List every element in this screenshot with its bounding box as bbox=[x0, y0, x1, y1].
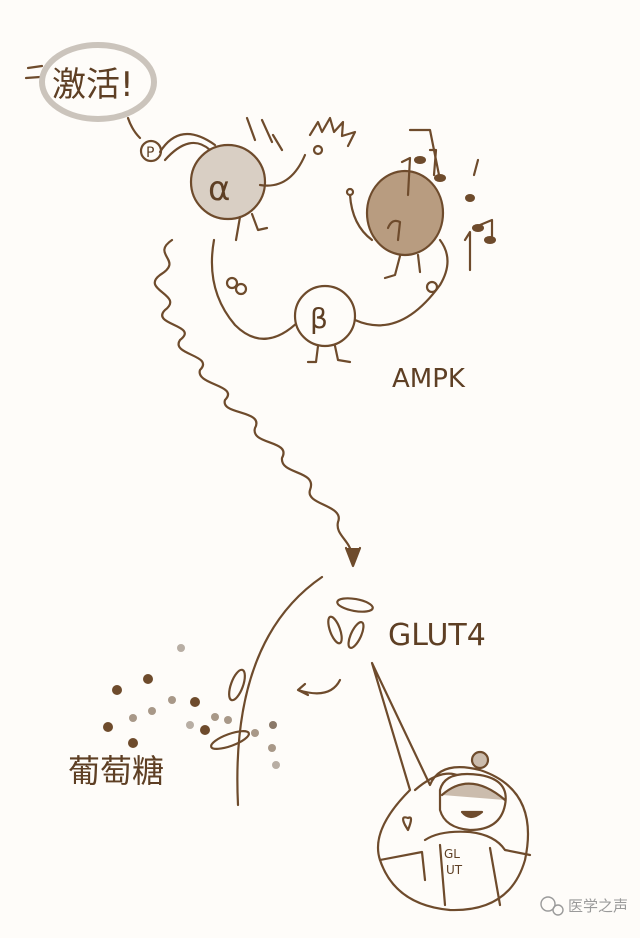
excite-lines bbox=[158, 132, 217, 162]
transport-arrow bbox=[296, 678, 342, 697]
high-five-burst bbox=[308, 116, 357, 148]
signal-arrowhead bbox=[344, 546, 362, 568]
phosphate-label: P bbox=[146, 145, 154, 161]
signal-wave bbox=[153, 238, 354, 557]
heart-icon bbox=[401, 816, 413, 832]
glucose-label: 葡萄糖 bbox=[68, 752, 164, 790]
shirt-text-line1: GL bbox=[444, 847, 460, 861]
ampk-complex: α β AMPK bbox=[158, 116, 496, 394]
cell-membrane bbox=[236, 575, 324, 807]
glut4-character-bubble: GL UT bbox=[370, 661, 532, 912]
activate-label: 激活! bbox=[52, 65, 134, 105]
beta-label: β bbox=[310, 302, 328, 335]
gamma-subunit bbox=[365, 169, 445, 257]
motion-lines bbox=[24, 64, 44, 80]
shirt-text-line2: UT bbox=[446, 863, 463, 877]
watermark: 医学之声 bbox=[540, 896, 628, 916]
activate-ring bbox=[39, 42, 157, 122]
watermark-text: 医学之声 bbox=[568, 897, 628, 915]
glut4-label: GLUT4 bbox=[388, 618, 486, 653]
alpha-subunit bbox=[189, 143, 267, 221]
activate-callout: 激活! P bbox=[24, 42, 163, 163]
alpha-label: α bbox=[208, 169, 230, 209]
glucose-molecules bbox=[103, 644, 280, 769]
beta-subunit bbox=[293, 284, 357, 348]
ampk-label: AMPK bbox=[392, 364, 466, 394]
wechat-icon bbox=[540, 896, 556, 912]
arrow-to-p bbox=[126, 116, 142, 140]
glut4-vesicles bbox=[327, 597, 374, 649]
